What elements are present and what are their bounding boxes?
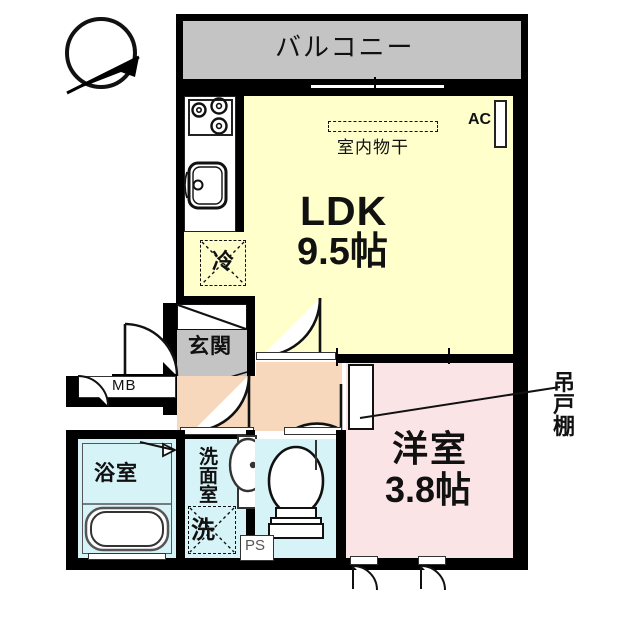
washer-label: 洗 xyxy=(191,517,215,544)
bedroom-window-left[interactable] xyxy=(350,556,378,565)
exterior-wall-left-lower xyxy=(66,430,78,570)
balcony-label: バルコニー xyxy=(275,32,415,62)
bath-label: 浴室 xyxy=(94,462,138,485)
refrigerator-space-icon xyxy=(200,240,246,286)
pipe-shaft-box xyxy=(240,535,274,561)
wall-kitchen-left-stub xyxy=(176,296,254,304)
wall-toilet-right xyxy=(336,430,346,570)
kitchen-partition-wall xyxy=(236,96,244,232)
exterior-wall-top xyxy=(176,88,528,96)
indoor-drying-rack-icon xyxy=(328,121,438,132)
entry-porch-wall xyxy=(66,398,176,407)
ldk-area-label: 9.5帖 xyxy=(297,231,388,273)
refrigerator-label: 冷 xyxy=(212,249,235,274)
indoor-drying-label: 室内物干 xyxy=(337,138,409,157)
hallway-area-entry xyxy=(256,362,342,384)
genkan-label: 玄関 xyxy=(188,335,232,358)
ldk-name-label: LDK xyxy=(300,188,388,234)
washing-machine-space-icon xyxy=(188,506,236,554)
bedroom-window-right[interactable] xyxy=(418,556,446,565)
bedroom-area-label: 3.8帖 xyxy=(385,469,472,510)
hanging-cupboard-label: 吊戸棚 xyxy=(553,370,576,439)
wall-bedroom-top xyxy=(346,354,521,363)
washroom-label: 洗面室 xyxy=(199,447,219,506)
ldk-window-tick xyxy=(374,77,376,86)
ac-label: AC xyxy=(468,111,492,128)
exterior-wall-right xyxy=(513,88,528,570)
bedroom-closet xyxy=(348,364,374,430)
bath-window xyxy=(88,553,166,560)
room-balcony xyxy=(183,21,521,79)
exterior-wall-left-upper xyxy=(176,88,184,303)
ldk-door-threshold xyxy=(256,352,336,360)
bedroom-name-label: 洋室 xyxy=(392,428,469,469)
meter-box-label: MB xyxy=(112,377,137,394)
pipe-shaft-label: PS xyxy=(245,537,266,554)
genkan-right-wall xyxy=(246,296,255,410)
bedroom-top-window-mark xyxy=(448,348,450,364)
wall-left-lower-top xyxy=(66,430,254,439)
porch-wall-left xyxy=(66,376,78,400)
wall-bath-washroom-divider xyxy=(175,430,185,570)
ac-outlet-icon xyxy=(494,100,507,148)
